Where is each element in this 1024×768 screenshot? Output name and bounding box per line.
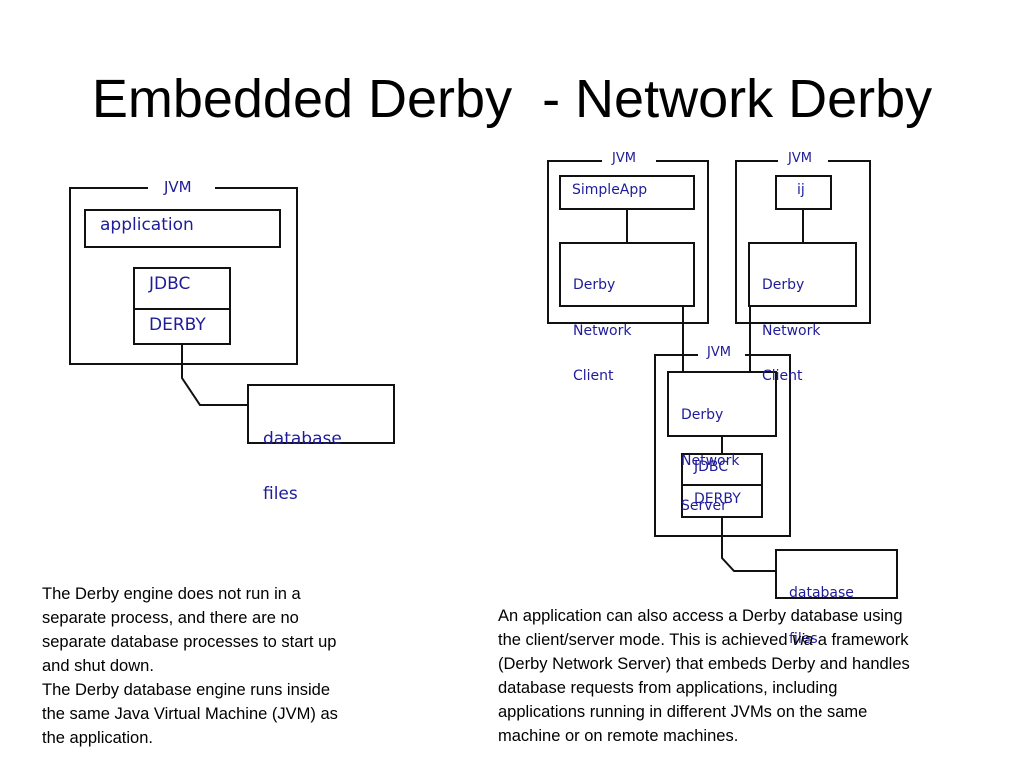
embedded-application-label: application [100, 215, 194, 235]
client-1-box [559, 242, 695, 307]
client-1-label: Derby Network Client [573, 277, 632, 384]
client-jvm-2-label: JVM [788, 151, 812, 166]
server-derby-label: DERBY [694, 491, 741, 507]
embedded-jdbc-label: JDBC [149, 274, 191, 294]
embedded-description: The Derby engine does not run in a separ… [42, 585, 338, 747]
client-jvm-1-label: JVM [612, 151, 636, 166]
simpleapp-label: SimpleApp [572, 182, 648, 198]
embedded-database-files-label: database files [263, 428, 342, 504]
server-jvm-label: JVM [707, 345, 731, 360]
embedded-db-connector [181, 344, 248, 406]
server-jdbc-label: JDBC [694, 459, 729, 475]
client-jvm-2-frame [735, 160, 871, 324]
server-db-connector [721, 517, 776, 572]
embedded-jvm-label: JVM [164, 178, 192, 196]
client-2-label: Derby Network Client [762, 277, 821, 384]
server-label: Derby Network Server [681, 407, 740, 514]
embedded-application-box [84, 209, 281, 248]
server-database-files-box [775, 549, 898, 599]
ij-label: ij [797, 182, 805, 198]
client-2-box [748, 242, 857, 307]
embedded-derby-label: DERBY [149, 315, 206, 335]
client-jvm-1-frame [547, 160, 709, 324]
embedded-jvm-frame [69, 187, 298, 365]
network-description: An application can also access a Derby d… [498, 607, 910, 745]
slide-title: Embedded Derby - Network Derby [91, 69, 933, 129]
server-database-files-label: database files [789, 585, 854, 647]
embedded-database-files-box [247, 384, 395, 444]
